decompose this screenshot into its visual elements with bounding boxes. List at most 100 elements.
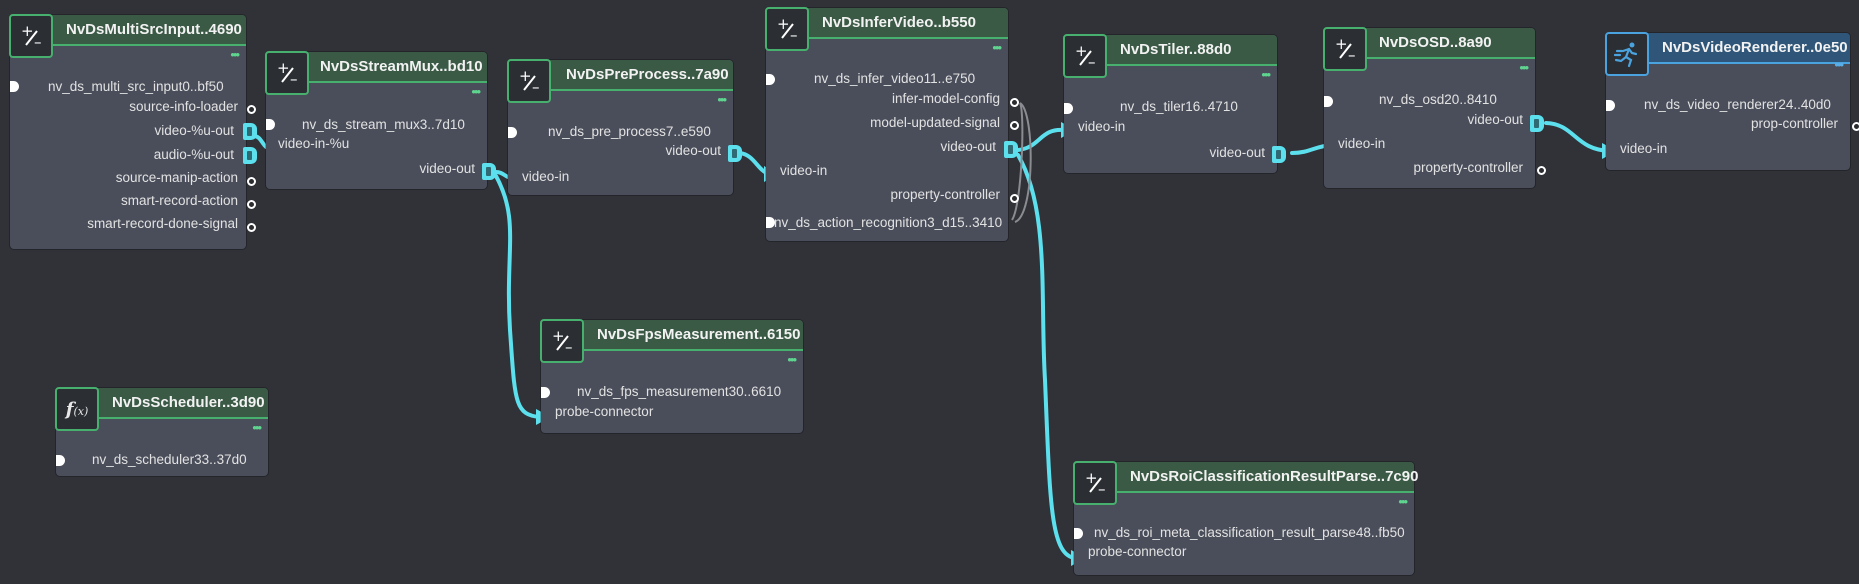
port-video-in: video-in xyxy=(522,169,570,184)
port-model-updated-signal: model-updated-signal xyxy=(870,115,1000,130)
port-video-in: video-in xyxy=(1620,141,1668,156)
svg-text:+: + xyxy=(552,327,565,345)
svg-text:–: – xyxy=(1348,46,1356,63)
svg-text:+: + xyxy=(1335,35,1348,53)
node-scheduler[interactable]: f(x) NvDsScheduler..3d90 ••• nv_ds_sched… xyxy=(55,387,268,476)
port-pin-video-out[interactable] xyxy=(1530,115,1544,132)
more-options-icon[interactable]: ••• xyxy=(471,84,481,99)
plus-minus-icon: +– xyxy=(1323,27,1367,71)
component-pin[interactable] xyxy=(56,455,65,466)
port-audio-out: audio-%u-out xyxy=(153,147,234,162)
node-title: NvDsOSD..8a90 xyxy=(1379,34,1492,51)
wire-streammux-to-fps[interactable] xyxy=(494,174,542,419)
node-instance-name: nv_ds_infer_video11..e750 xyxy=(814,71,976,86)
node-instance-name: nv_ds_fps_measurement30..6610 xyxy=(577,384,782,399)
component-pin[interactable] xyxy=(266,119,275,130)
node-title: NvDsScheduler..3d90 xyxy=(112,394,265,411)
wire-infer-to-tiler[interactable] xyxy=(1016,127,1066,152)
component-pin[interactable] xyxy=(1324,96,1333,107)
port-video-out: video-out xyxy=(940,139,996,154)
component-pin[interactable] xyxy=(766,74,775,85)
more-options-icon[interactable]: ••• xyxy=(717,92,727,107)
port-pin-video-out[interactable] xyxy=(1004,141,1018,158)
more-options-icon[interactable]: ••• xyxy=(1261,67,1271,82)
component-pin[interactable] xyxy=(10,81,19,92)
port-video-in: video-in xyxy=(1338,136,1386,151)
node-tiler[interactable]: +– NvDsTiler..88d0 ••• nv_ds_tiler16..47… xyxy=(1063,34,1286,173)
plus-minus-icon: +– xyxy=(507,59,551,103)
node-title: NvDsFpsMeasurement..6150 xyxy=(597,326,801,343)
svg-text:+: + xyxy=(1085,469,1098,487)
wire-infer-config-loop[interactable] xyxy=(1014,102,1032,223)
port-smart-record-done-signal: smart-record-done-signal xyxy=(87,216,238,231)
plus-minus-icon: +– xyxy=(1063,34,1107,78)
component-pin[interactable] xyxy=(508,127,517,138)
node-pre-process[interactable]: +– NvDsPreProcess..7a90 ••• nv_ds_pre_pr… xyxy=(507,59,742,195)
port-property-controller: property-controller xyxy=(890,187,1000,202)
port-pin[interactable] xyxy=(1852,122,1859,131)
node-video-renderer[interactable]: NvDsVideoRenderer..0e50 ••• nv_ds_video_… xyxy=(1605,32,1859,170)
port-probe-connector: probe-connector xyxy=(1088,544,1187,559)
port-video-out: video-out xyxy=(419,161,475,176)
port-video-out: video-out xyxy=(665,143,721,158)
port-video-in: video-in xyxy=(780,163,828,178)
node-stream-mux[interactable]: +– NvDsStreamMux..bd10 ••• nv_ds_stream_… xyxy=(265,51,496,189)
component-pin[interactable] xyxy=(766,217,775,228)
svg-text:–: – xyxy=(290,70,298,87)
port-infer-model-config: infer-model-config xyxy=(891,91,1000,106)
node-infer-video[interactable]: +– NvDsInferVideo..b550 ••• nv_ds_infer_… xyxy=(765,7,1019,241)
port-pin[interactable] xyxy=(1010,121,1019,130)
svg-text:+: + xyxy=(277,59,290,77)
more-options-icon[interactable]: ••• xyxy=(1398,494,1408,509)
port-pin[interactable] xyxy=(247,177,256,186)
component-pin[interactable] xyxy=(1064,103,1073,114)
port-video-in: video-in-%u xyxy=(278,136,350,151)
more-options-icon[interactable]: ••• xyxy=(787,352,797,367)
action-recognition-instance: nv_ds_action_recognition3_d15..3410 xyxy=(774,215,1003,230)
wire-infer-to-roi[interactable] xyxy=(1016,153,1077,560)
port-pin-video-out[interactable] xyxy=(243,123,257,140)
port-smart-record-action: smart-record-action xyxy=(120,193,238,208)
more-options-icon[interactable]: ••• xyxy=(1834,57,1844,72)
svg-text:+: + xyxy=(1075,42,1088,60)
node-multi-src-input[interactable]: +– NvDsMultiSrcInput..4690 ••• nv_ds_mul… xyxy=(9,14,257,249)
node-instance-name: nv_ds_scheduler33..37d0 xyxy=(92,452,247,467)
svg-text:+: + xyxy=(21,22,34,40)
svg-text:–: – xyxy=(565,338,573,355)
more-options-icon[interactable]: ••• xyxy=(1519,60,1529,75)
port-pin-video-out[interactable] xyxy=(1272,146,1286,163)
node-instance-name: nv_ds_stream_mux3..7d10 xyxy=(302,117,465,132)
component-pin[interactable] xyxy=(1606,100,1615,111)
component-pin[interactable] xyxy=(541,387,550,398)
svg-text:–: – xyxy=(790,26,798,43)
port-source-info-loader: source-info-loader xyxy=(129,99,238,114)
running-person-icon xyxy=(1605,32,1649,76)
node-instance-name: nv_ds_roi_meta_classification_result_par… xyxy=(1094,525,1405,540)
port-pin[interactable] xyxy=(247,200,256,209)
more-options-icon[interactable]: ••• xyxy=(252,420,262,435)
component-pin[interactable] xyxy=(1074,528,1083,539)
plus-minus-icon: +– xyxy=(1073,461,1117,505)
node-header[interactable] xyxy=(541,320,803,351)
wire-osd-to-renderer[interactable] xyxy=(1544,121,1612,153)
node-fps-measurement[interactable]: +– NvDsFpsMeasurement..6150 ••• nv_ds_fp… xyxy=(540,319,803,433)
port-pin-audio-out[interactable] xyxy=(243,147,257,164)
node-instance-name: nv_ds_tiler16..4710 xyxy=(1120,99,1238,114)
wire-infer-config-loop-inner[interactable] xyxy=(1011,102,1024,221)
node-osd[interactable]: +– NvDsOSD..8a90 ••• nv_ds_osd20..8410 v… xyxy=(1323,27,1546,188)
port-pin[interactable] xyxy=(247,105,256,114)
port-pin-video-out[interactable] xyxy=(728,145,742,162)
node-roi-classification-result-parse[interactable]: +– NvDsRoiClassificationResultParse..7c9… xyxy=(1073,461,1418,575)
svg-text:+: + xyxy=(777,15,790,33)
more-options-icon[interactable]: ••• xyxy=(992,40,1002,55)
port-pin-video-out[interactable] xyxy=(482,163,496,180)
node-instance-name: nv_ds_osd20..8410 xyxy=(1379,92,1497,107)
port-pin[interactable] xyxy=(247,223,256,232)
node-instance-name: nv_ds_pre_process7..e590 xyxy=(548,124,711,139)
node-header[interactable] xyxy=(1074,462,1414,493)
port-pin[interactable] xyxy=(1010,98,1019,107)
more-options-icon[interactable]: ••• xyxy=(230,47,240,62)
port-pin[interactable] xyxy=(1010,194,1019,203)
port-pin[interactable] xyxy=(1537,166,1546,175)
